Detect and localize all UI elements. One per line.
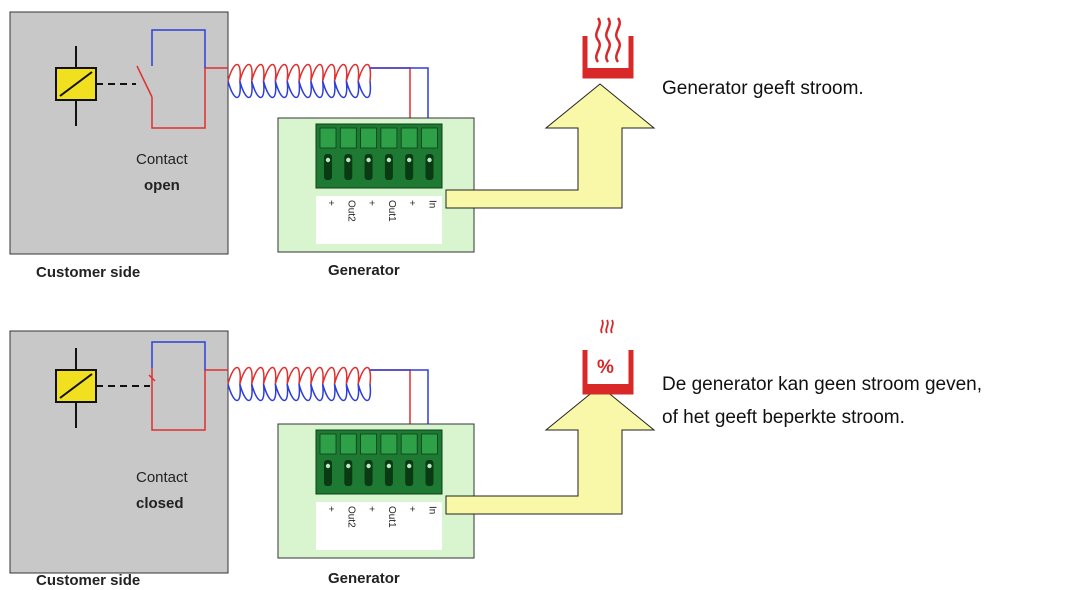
full-heat-icon xyxy=(582,17,634,79)
contact-state-1: open xyxy=(144,177,180,194)
percent-symbol: % xyxy=(597,357,614,378)
terminal-label: + xyxy=(406,506,417,512)
terminal-label: + xyxy=(366,200,377,206)
terminal-label: In xyxy=(427,200,438,208)
contact-label-1: Contact xyxy=(136,151,189,168)
customer-box xyxy=(9,330,229,574)
description-text-1: Generator geeft stroom. xyxy=(662,72,864,105)
contact-state-2: closed xyxy=(136,495,184,512)
contact-label-2: Contact xyxy=(136,469,189,486)
terminal-label: Out1 xyxy=(386,200,397,222)
twisted-pair-cable xyxy=(227,63,372,99)
terminal-block xyxy=(315,429,443,495)
limited-heat-icon: % xyxy=(582,319,634,395)
twisted-pair-cable xyxy=(227,366,372,402)
terminal-label: Out2 xyxy=(345,506,356,528)
terminal-block xyxy=(315,123,443,189)
customer-side-label-2: Customer side xyxy=(36,572,140,589)
terminal-label: + xyxy=(325,506,336,512)
description-text-2: De generator kan geen stroom geven, of h… xyxy=(662,368,982,434)
signal-arrow-1 xyxy=(445,83,656,209)
terminal-label: + xyxy=(366,506,377,512)
customer-side-label-1: Customer side xyxy=(36,264,140,281)
terminal-label: + xyxy=(325,200,336,206)
terminal-label: Out2 xyxy=(345,200,356,222)
description-line: De generator kan geen stroom geven, xyxy=(662,374,983,395)
description-line: of het geeft beperkte stroom. xyxy=(662,407,905,428)
customer-box xyxy=(9,11,229,255)
panel-top: Contact open Customer side + Out2 + Out1 + In… xyxy=(9,11,656,281)
terminal-label: Out1 xyxy=(386,506,397,528)
panel-bottom: Contact closed Customer side + Out2 + Out1 +… xyxy=(9,319,656,589)
generator-label-1: Generator xyxy=(328,262,400,279)
terminal-label: + xyxy=(406,200,417,206)
signal-arrow-2 xyxy=(445,385,656,515)
terminal-label: In xyxy=(427,506,438,514)
description-line: Generator geeft stroom. xyxy=(662,78,864,99)
generator-label-2: Generator xyxy=(328,570,400,587)
